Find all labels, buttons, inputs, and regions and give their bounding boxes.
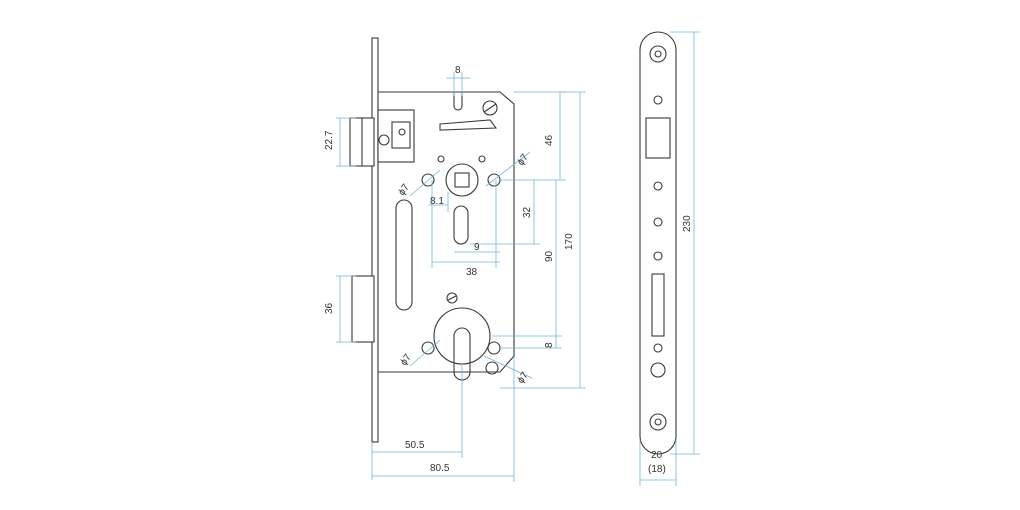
dim-case-depth: 80.5 <box>430 463 450 474</box>
dim-slot-width: 8 <box>455 65 461 76</box>
spindle-follower <box>445 163 479 197</box>
faceplate-hole-3 <box>653 217 663 227</box>
euro-profile-cutout <box>453 327 471 381</box>
latch-screw <box>378 134 390 146</box>
top-slot <box>453 92 463 111</box>
dim-top-offset: 46 <box>544 134 555 146</box>
hole-bottom-left <box>421 341 435 355</box>
faceplate-screw-mid <box>650 362 666 378</box>
bottom-screw <box>485 361 499 375</box>
dim-backset: 50.5 <box>405 440 425 451</box>
hole-top-left <box>421 173 435 187</box>
dim-follower-height: 22.7 <box>324 130 335 150</box>
faceplate-screw-top <box>649 45 667 63</box>
dim-faceplate-width-alt: (18) <box>648 464 666 475</box>
faceplate-hole-5 <box>653 343 663 353</box>
dimension-lines <box>336 72 586 482</box>
latch-mechanism <box>377 109 415 163</box>
center-slot <box>453 205 469 245</box>
faceplate-hole-1 <box>653 95 663 105</box>
dim-diag-bottom-right: ϕ7 <box>515 370 531 386</box>
dim-total-height: 170 <box>564 233 575 250</box>
dim-small-gap: 9 <box>474 242 480 253</box>
faceplate-screw-bottom-inner <box>654 418 662 426</box>
top-screw-slot <box>483 103 497 113</box>
spring-lever <box>439 119 498 131</box>
dim-bottom-offset: 8 <box>544 342 555 348</box>
dim-deadbolt-height: 36 <box>324 302 335 314</box>
dim-faceplate-height: 230 <box>682 215 693 232</box>
small-hole-b <box>478 155 486 163</box>
cylinder-screw <box>446 292 458 304</box>
spindle-square <box>454 172 470 188</box>
dim-faceplate-width: 20 <box>651 450 663 461</box>
deadbolt <box>351 275 375 343</box>
dim-diag-top-right: ϕ7 <box>515 152 531 168</box>
cylinder-screw-slot <box>447 295 457 301</box>
faceplate-hole-2 <box>653 181 663 191</box>
dim-center-distance: 90 <box>544 250 555 262</box>
faceplate-hole-4 <box>653 251 663 261</box>
faceplate-screw-top-inner <box>654 50 662 58</box>
small-hole-a <box>437 155 445 163</box>
top-screw <box>482 100 498 116</box>
dim-spindle-square: 8.1 <box>430 196 444 207</box>
latch-opening <box>645 117 671 159</box>
dimension-labels: 8 22.7 ϕ7 46 ϕ7 8.1 32 90 170 9 38 36 ϕ7… <box>324 65 693 475</box>
dim-width-38: 38 <box>466 267 478 278</box>
latch-block <box>391 121 411 149</box>
faceplate-screw-bottom <box>649 413 667 431</box>
side-slot <box>395 199 413 311</box>
front-view <box>349 37 515 443</box>
faceplate <box>639 31 677 455</box>
side-view <box>639 31 700 486</box>
dim-cam-spacing: 32 <box>522 206 533 218</box>
latch-pin <box>398 128 406 136</box>
deadbolt-opening <box>651 273 665 337</box>
faceplate-edge <box>371 37 379 443</box>
